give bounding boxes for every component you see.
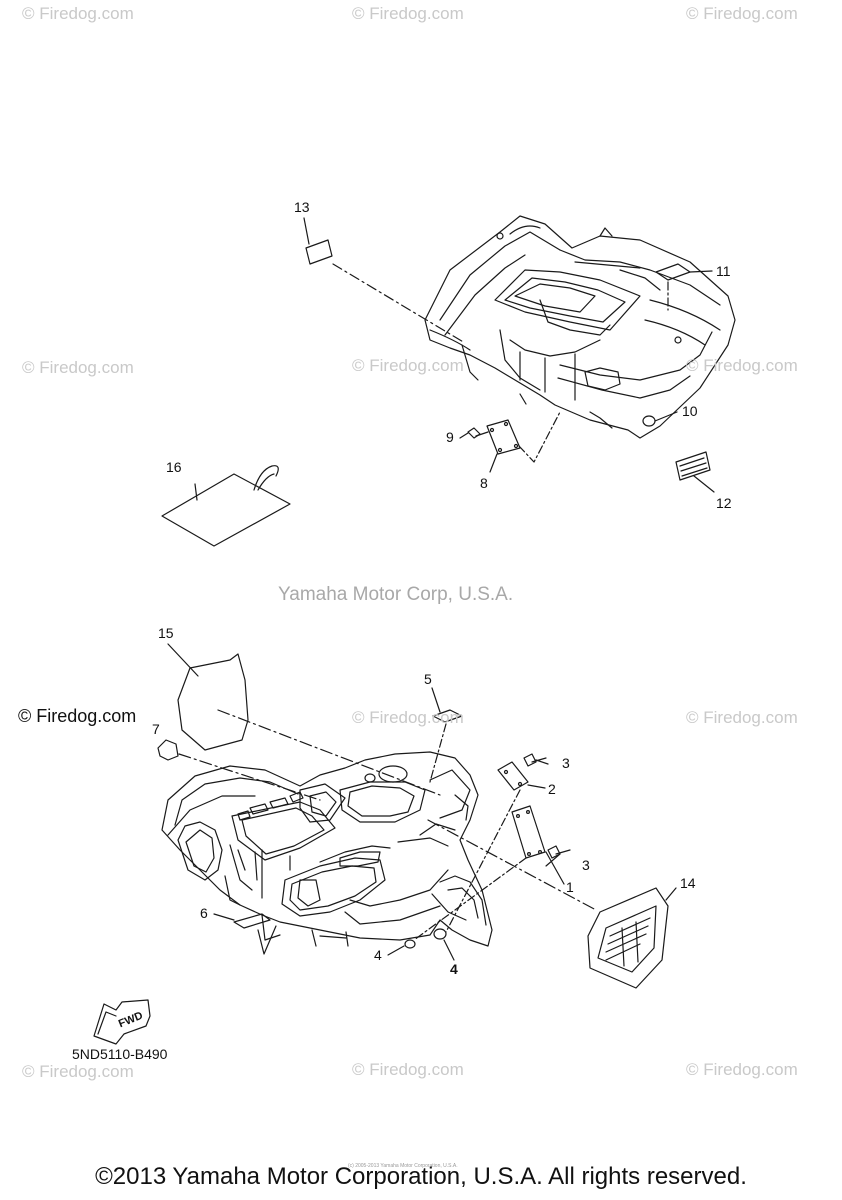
part-1-plate (511, 805, 546, 859)
callout-15: 15 (158, 625, 174, 641)
part-11-label (655, 263, 691, 281)
watermark: © Firedog.com (352, 1060, 464, 1079)
corner-watermark: © Firedog.com (18, 706, 137, 726)
watermark: © Firedog.com (686, 708, 798, 727)
copyright-footer: ©2013 Yamaha Motor Corporation, U.S.A. A… (95, 1163, 747, 1190)
part-3-bolt-lower (547, 845, 571, 859)
callout-6: 6 (200, 905, 208, 921)
watermark: © Firedog.com (686, 356, 798, 375)
part-3-bolt-upper (523, 753, 547, 767)
part-5-label (432, 709, 463, 723)
callout-16: 16 (166, 459, 182, 475)
callout-8: 8 (480, 475, 488, 491)
callout-4-left: 4 (374, 947, 382, 963)
callout-9: 9 (446, 429, 454, 445)
callout-4-right: 4 (450, 961, 458, 977)
callout-5: 5 (424, 671, 432, 687)
footer-fine-print: (c) 2005-2013 Yamaha Motor Corporation, … (348, 1163, 458, 1169)
callout-14: 14 (680, 875, 696, 891)
fwd-label: FWD (117, 1010, 145, 1031)
rear-fender (424, 215, 736, 439)
watermark: © Firedog.com (22, 1062, 134, 1081)
callout-12: 12 (716, 495, 732, 511)
part-10-grommet (642, 415, 656, 427)
fwd-arrow (93, 999, 151, 1045)
watermark: © Firedog.com (686, 1060, 798, 1079)
part-12-reflector (675, 451, 711, 481)
front-fender (161, 751, 493, 947)
watermark: © Firedog.com (352, 708, 464, 727)
watermark: © Firedog.com (352, 4, 464, 23)
callout-1: 1 (566, 879, 574, 895)
part-6-label (233, 913, 271, 929)
center-watermark: Yamaha Motor Corp, U.S.A. (278, 584, 514, 605)
part-9-bolt (467, 427, 489, 439)
part-15-mat (177, 653, 249, 751)
part-4-grommet-a (404, 939, 416, 949)
part-7-cap (157, 739, 179, 761)
callout-13: 13 (294, 199, 310, 215)
callout-2: 2 (548, 781, 556, 797)
watermark: © Firedog.com (22, 4, 134, 23)
part-16-bag (161, 465, 291, 547)
watermark: © Firedog.com (22, 358, 134, 377)
callout-10: 10 (682, 403, 698, 419)
part-8-plate (486, 419, 521, 455)
diagram-part-code: 5ND5110-B490 (72, 1046, 168, 1062)
part-13-label (305, 239, 333, 265)
part-2-bracket (497, 761, 529, 791)
watermark: © Firedog.com (352, 356, 464, 375)
callout-11: 11 (716, 263, 731, 279)
callout-7: 7 (152, 721, 160, 737)
callout-3-upper: 3 (562, 755, 570, 771)
part-4-grommet-b (433, 928, 447, 940)
watermark: © Firedog.com (686, 4, 798, 23)
callout-3-lower: 3 (582, 857, 590, 873)
part-14-reflector (587, 887, 669, 989)
